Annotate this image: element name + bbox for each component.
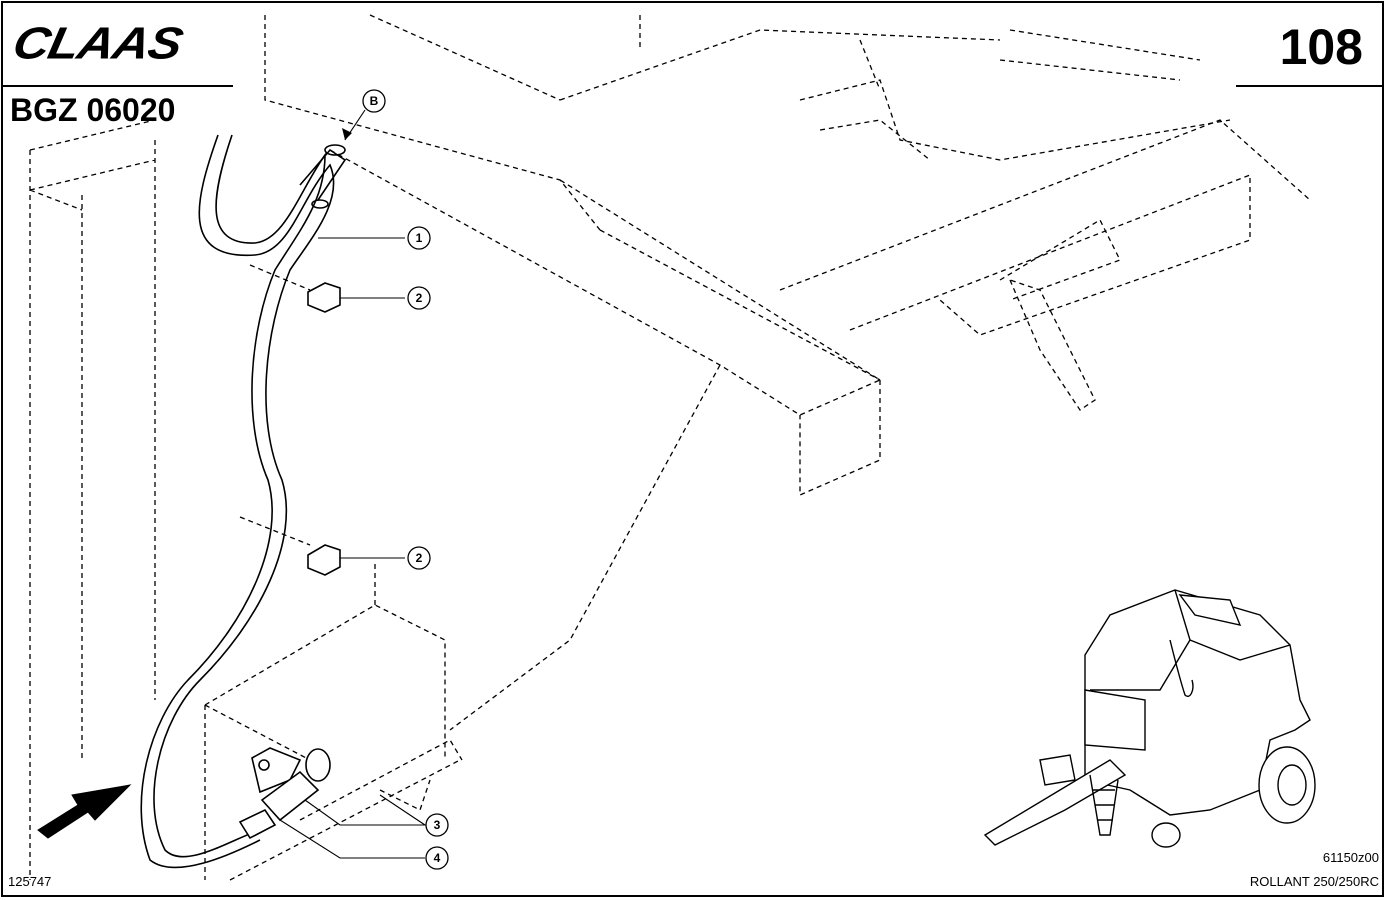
direction-arrow	[37, 784, 132, 839]
leader-b-arrowhead	[342, 128, 352, 140]
callout-circle-2a	[407, 286, 431, 310]
clip-lower	[307, 544, 341, 576]
hose-fitting-top	[324, 144, 346, 156]
arm-dashed	[1008, 278, 1096, 411]
drawing-code: 61150z00	[1322, 850, 1379, 865]
mount-dashed-1	[249, 264, 311, 291]
callout-label-b: B	[370, 94, 379, 108]
group-code: BGZ 06020	[10, 92, 176, 128]
callout-label-4: 4	[434, 851, 441, 865]
page-number: 108	[1279, 19, 1363, 75]
callout-label-2a: 2	[416, 291, 423, 305]
callout-circle-1	[407, 226, 431, 250]
callout-circle-b	[362, 89, 386, 113]
valve-bracket-hole	[258, 759, 270, 771]
callout-circle-4	[425, 846, 449, 870]
clip-upper	[307, 282, 341, 313]
fixture-dashed	[229, 739, 463, 881]
leader-4	[279, 819, 425, 859]
box-dashed-lower	[204, 560, 446, 880]
callout-label-2b: 2	[416, 551, 423, 565]
baler-overview-illustration	[983, 589, 1316, 848]
callout-circle-3	[425, 813, 449, 837]
model-name: ROLLANT 250/250RC	[1249, 874, 1379, 889]
logo-rule	[3, 85, 233, 87]
frame-dashed-left	[29, 119, 156, 880]
mount-dashed-2	[239, 516, 311, 546]
valve-knob	[305, 748, 331, 782]
valve-body	[260, 770, 320, 822]
callout-circle-2b	[407, 546, 431, 570]
frame-dashed-top	[264, 14, 641, 231]
hose-clamp	[311, 199, 329, 209]
hose-inner	[140, 134, 326, 869]
reference-number: 125747	[8, 874, 52, 889]
callout-label-1: 1	[416, 231, 423, 245]
assembly-dashed-right	[559, 29, 1311, 336]
hose-outer	[153, 134, 335, 858]
beam-dashed	[329, 149, 882, 731]
linkage-dashed	[799, 29, 1231, 161]
page-number-rule	[1236, 85, 1384, 87]
valve-nozzle	[238, 808, 277, 840]
leader-3	[304, 794, 427, 826]
callout-label-3: 3	[434, 818, 441, 832]
valve-bracket	[251, 747, 302, 794]
brand-logo: CLAAS	[8, 17, 187, 69]
